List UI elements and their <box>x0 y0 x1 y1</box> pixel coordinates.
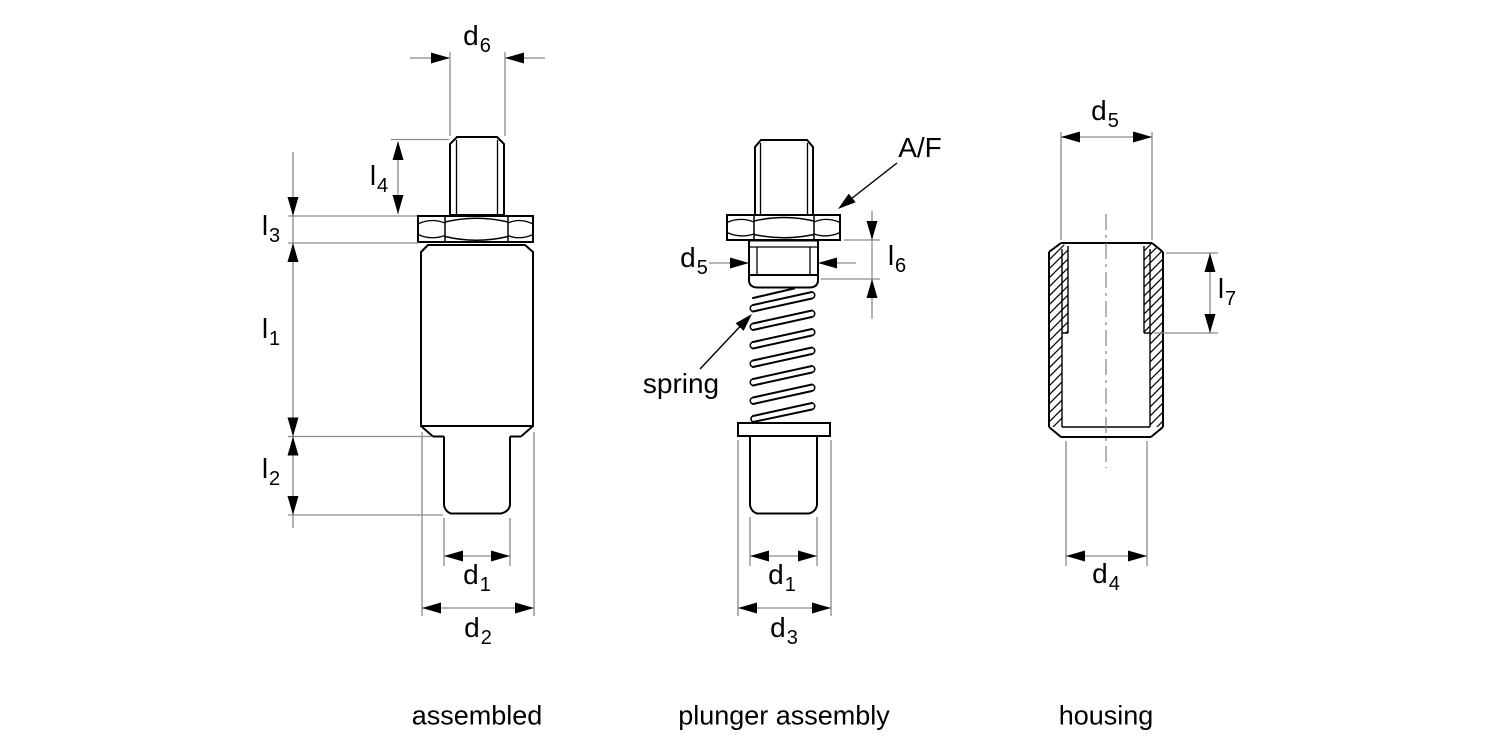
dimension-d5-housing <box>1060 131 1153 240</box>
dim-label-d6: d6 <box>463 20 491 57</box>
leader-spring <box>699 314 752 370</box>
arrowhead <box>1204 314 1216 333</box>
assembled-hex-nut <box>417 215 534 243</box>
dim-label-l3: l3 <box>261 210 281 247</box>
dimension-d6 <box>410 52 545 136</box>
dimension-l7 <box>1154 252 1218 334</box>
plunger-collar <box>748 239 819 276</box>
arrowhead <box>812 602 831 614</box>
dimension-l6 <box>821 211 880 319</box>
arrowhead <box>730 257 749 269</box>
plunger-pin <box>749 436 818 515</box>
arrowhead <box>491 550 510 562</box>
arrowhead <box>818 257 837 269</box>
arrowhead <box>866 221 878 240</box>
arrowhead <box>866 279 878 298</box>
arrowhead <box>431 52 450 64</box>
arrowhead <box>1066 550 1085 562</box>
dim-label-d1-assembled: d1 <box>463 559 491 596</box>
dim-label-d3: d3 <box>770 612 798 649</box>
arrowhead <box>735 314 752 331</box>
arrowhead <box>287 417 299 437</box>
dim-label-d5-housing: d5 <box>1091 95 1119 132</box>
assembled-body <box>420 244 534 427</box>
dimension-l4 <box>391 138 449 214</box>
caption-plunger-assembly: plunger assembly <box>678 700 890 731</box>
dimension-d3 <box>737 440 832 616</box>
caption-assembled: assembled <box>411 700 543 731</box>
dim-label-d5-plunger: d5 <box>680 242 708 279</box>
leader-af <box>838 162 898 209</box>
annotation-af: A/F <box>898 132 942 163</box>
arrowhead <box>392 141 404 160</box>
dim-label-d2: d2 <box>464 612 492 649</box>
plunger-flange <box>737 422 831 437</box>
plunger-hex-nut <box>726 214 841 241</box>
arrowhead <box>798 550 817 562</box>
assembled-knob <box>449 136 505 216</box>
arrowhead <box>1061 131 1080 143</box>
arrowhead <box>838 193 856 209</box>
assembled-pin <box>443 436 511 515</box>
housing-hatching-right <box>1144 243 1163 427</box>
arrowhead <box>287 496 299 515</box>
caption-housing: housing <box>1058 700 1154 731</box>
dim-label-d4: d4 <box>1092 558 1120 595</box>
dimension-d5-plunger <box>709 257 856 269</box>
arrowhead <box>1128 550 1147 562</box>
arrowhead <box>505 52 524 64</box>
annotation-spring: spring <box>642 368 720 399</box>
plunger-knob <box>754 139 814 216</box>
dimension-d1-assembled <box>443 518 511 566</box>
dim-label-l1: l1 <box>261 313 281 350</box>
dim-label-l2: l2 <box>261 453 281 490</box>
dimension-d1-plunger <box>749 517 818 566</box>
arrowhead <box>444 550 463 562</box>
assembled-part <box>417 136 534 515</box>
arrowhead <box>287 436 299 456</box>
dim-label-l7: l7 <box>1217 273 1237 310</box>
dimension-l3-l1-l2 <box>287 152 443 528</box>
arrowhead <box>1133 131 1152 143</box>
dim-label-l4: l4 <box>369 160 389 197</box>
plunger-assembly-part <box>726 139 841 515</box>
arrowhead <box>422 602 441 614</box>
spring-coils <box>749 287 816 423</box>
dim-label-l6: l6 <box>887 240 907 277</box>
arrowhead <box>738 602 757 614</box>
arrowhead <box>392 195 404 214</box>
arrowhead <box>750 550 769 562</box>
arrowhead <box>515 602 534 614</box>
dim-label-d1-plunger: d1 <box>768 559 796 596</box>
housing-hatching-left <box>1049 243 1068 427</box>
dimension-d2 <box>421 432 535 616</box>
dimension-d4 <box>1065 441 1148 566</box>
arrowhead <box>287 243 299 262</box>
arrowhead <box>287 197 299 216</box>
arrowhead <box>1204 253 1216 272</box>
